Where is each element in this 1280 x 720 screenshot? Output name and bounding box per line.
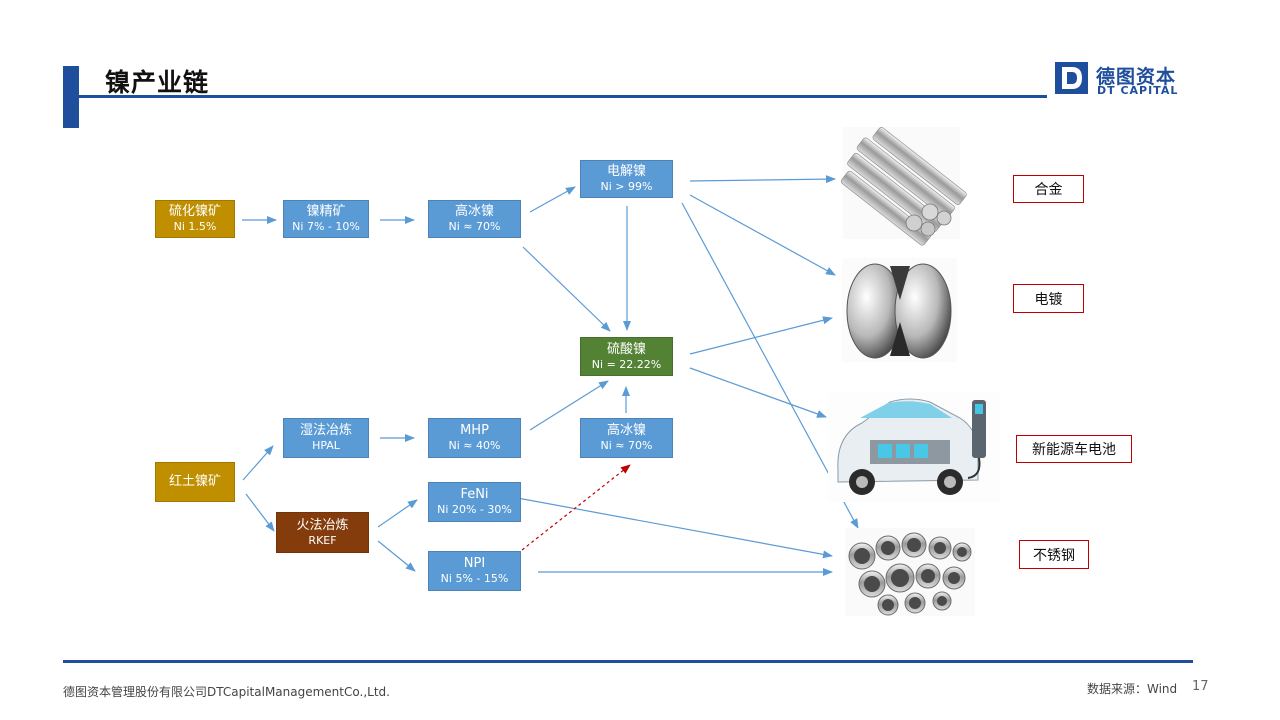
arrow-rkef-to-npi xyxy=(377,540,416,572)
arrow-electrolytic-to-plating xyxy=(689,194,836,276)
node-detail: Ni 5% - 15% xyxy=(440,572,509,586)
stainless-pipes-image xyxy=(845,528,975,616)
node-name: FeNi xyxy=(460,487,489,502)
node-sulfate: 硫酸镍 Ni = 22.22% xyxy=(580,337,673,376)
arrow-rkef-to-feni xyxy=(377,499,418,528)
output-alloy: 合金 xyxy=(1013,175,1084,203)
node-name: 火法冶炼 xyxy=(296,517,349,533)
ev-battery-image xyxy=(828,392,1000,502)
node-detail: RKEF xyxy=(308,533,337,547)
node-name: 高冰镍 xyxy=(606,423,646,438)
node-detail: Ni 1.5% xyxy=(173,220,217,234)
node-npi: NPI Ni 5% - 15% xyxy=(428,551,521,591)
node-detail: Ni 20% - 30% xyxy=(437,503,512,517)
arrow-matte-to-sulfate xyxy=(522,246,611,332)
node-feni: FeNi Ni 20% - 30% xyxy=(428,482,521,522)
node-matte-top: 高冰镍 Ni ≈ 70% xyxy=(428,200,521,238)
arrow-mhp-to-sulfate xyxy=(529,380,609,431)
node-name: 电解镍 xyxy=(606,164,646,179)
node-name: 硫酸镍 xyxy=(606,341,646,357)
arrow-matte-to-electrolytic xyxy=(529,186,576,213)
footer-company: 德图资本管理股份有限公司DTCapitalManagementCo.,Ltd. xyxy=(63,685,390,699)
title-accent-bar xyxy=(63,66,79,128)
node-sulfide-ore: 硫化镍矿 Ni 1.5% xyxy=(155,200,235,238)
arrow-sulfate-to-battery xyxy=(689,367,827,418)
node-detail: Ni > 99% xyxy=(600,180,653,194)
output-plating: 电镀 xyxy=(1013,284,1084,313)
node-name: 硫化镍矿 xyxy=(168,204,221,219)
page-title: 镍产业链 xyxy=(105,68,210,97)
node-electrolytic: 电解镍 Ni > 99% xyxy=(580,160,673,198)
node-rkef: 火法冶炼 RKEF xyxy=(276,512,369,553)
footer-source: 数据来源：Wind xyxy=(1087,682,1178,696)
page-number: 17 xyxy=(1192,679,1209,694)
arrow-feni-to-stainless xyxy=(511,496,833,559)
node-laterite: 红土镍矿 xyxy=(155,462,235,502)
footer-divider xyxy=(63,660,1193,663)
logo-text-en: DT CAPITAL xyxy=(1097,84,1179,97)
node-name: MHP xyxy=(460,423,489,438)
node-name: 高冰镍 xyxy=(454,204,494,219)
node-name: NPI xyxy=(463,556,486,571)
arrow-sulfate-to-plating xyxy=(689,316,833,355)
node-name: 镍精矿 xyxy=(306,204,346,219)
node-concentrate: 镍精矿 Ni 7% - 10% xyxy=(283,200,369,238)
arrow-laterite-to-rkef xyxy=(245,493,275,532)
alloy-rods-image xyxy=(840,127,967,246)
output-ev-battery: 新能源车电池 xyxy=(1016,435,1132,463)
node-name: 湿法冶炼 xyxy=(299,423,352,438)
node-detail: Ni ≈ 40% xyxy=(448,439,501,453)
arrow-laterite-to-hpal xyxy=(242,445,274,481)
node-detail: Ni ≈ 70% xyxy=(600,439,653,453)
node-detail: Ni 7% - 10% xyxy=(292,220,360,234)
output-stainless: 不锈钢 xyxy=(1019,540,1089,569)
logo-mark xyxy=(1055,62,1088,94)
title-underline xyxy=(79,95,1047,98)
node-detail: Ni ≈ 70% xyxy=(448,220,501,234)
node-mhp: MHP Ni ≈ 40% xyxy=(428,418,521,458)
node-detail: Ni = 22.22% xyxy=(591,357,662,371)
arrow-npi-to-matte-dashed xyxy=(521,464,631,551)
node-hpal: 湿法冶炼 HPAL xyxy=(283,418,369,458)
arrow-electrolytic-to-alloy xyxy=(689,175,836,184)
logo-d-icon xyxy=(1062,67,1082,89)
logo-text-cn: 德图资本 xyxy=(1096,66,1177,88)
plating-chrome-image xyxy=(842,258,957,362)
node-matte-bottom: 高冰镍 Ni ≈ 70% xyxy=(580,418,673,458)
node-name: 红土镍矿 xyxy=(168,473,221,489)
node-detail: HPAL xyxy=(312,439,340,453)
